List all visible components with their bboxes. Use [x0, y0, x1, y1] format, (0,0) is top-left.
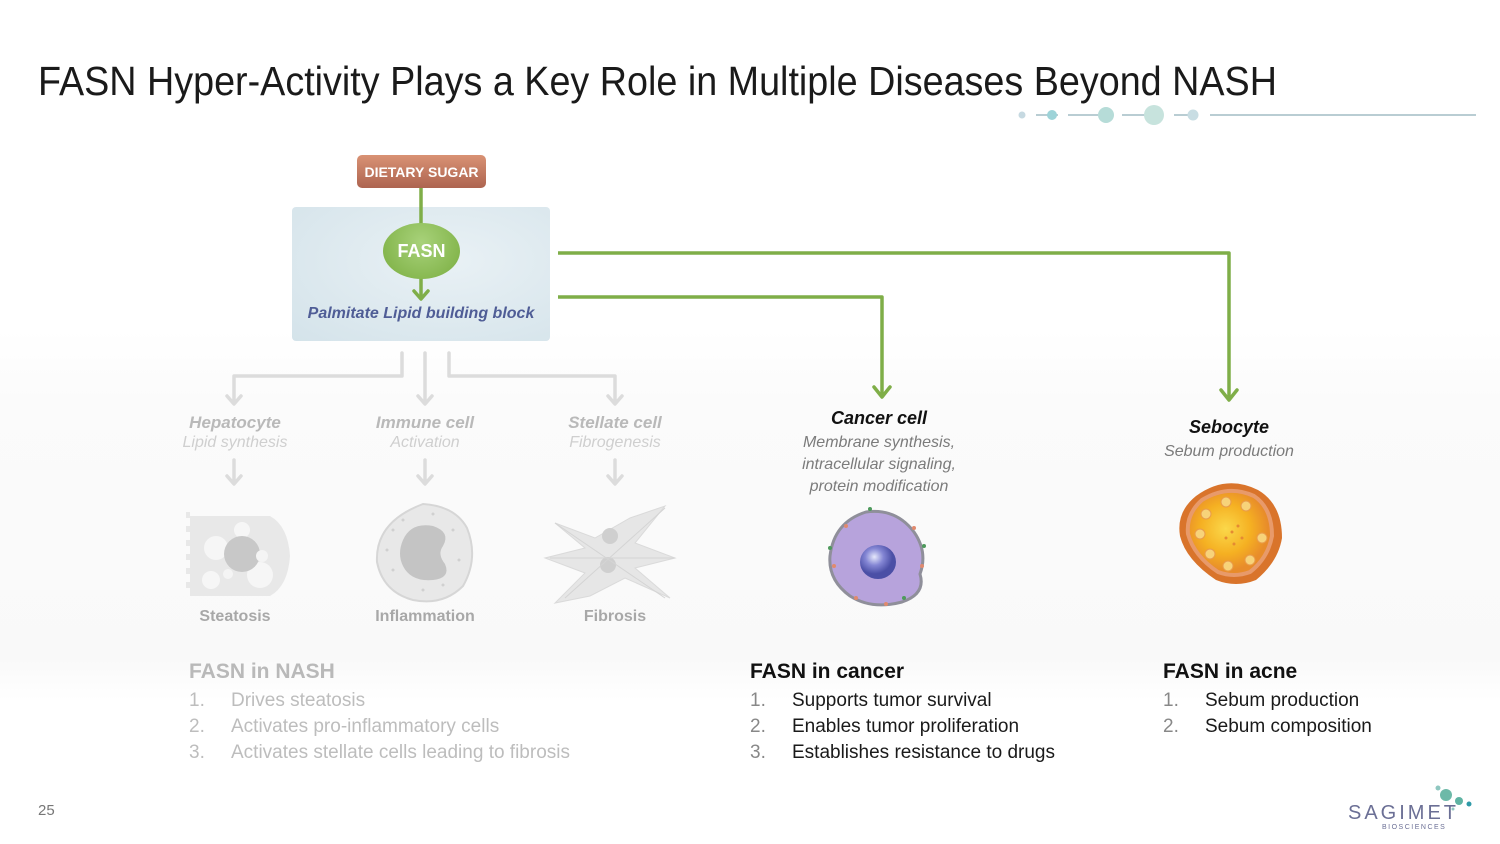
list-number: 2.	[750, 716, 766, 737]
cancer-cell-icon	[828, 507, 926, 607]
list-number: 1.	[750, 690, 766, 711]
sebocyte-icon	[1179, 483, 1282, 584]
list-item-text: Activates pro-inflammatory cells	[231, 716, 500, 737]
list-item-text: Establishes resistance to drugs	[792, 742, 1055, 763]
cancer-subtitle-line: Membrane synthesis,	[802, 434, 956, 451]
cancer-cell-subtitle: Membrane synthesis, intracellular signal…	[759, 432, 999, 498]
logo-wordmark: SAGIMET	[1348, 802, 1460, 824]
list-item: 1. Drives steatosis	[189, 688, 570, 714]
fasn-node: FASN	[383, 223, 460, 279]
stellate-cell-title: Stellate cell	[568, 413, 662, 432]
outcome-inflammation: Inflammation	[375, 608, 475, 625]
cancer-list-title: FASN in cancer	[750, 660, 905, 683]
decor-dot	[1187, 109, 1199, 121]
cancer-cell-title: Cancer cell	[830, 408, 928, 428]
cancer-list: FASN in cancer 1. Supports tumor survival…	[750, 660, 1055, 766]
list-item-text: Sebum production	[1205, 690, 1360, 711]
decor-dot	[1018, 111, 1026, 119]
outcome-steatosis: Steatosis	[199, 608, 271, 625]
list-item-text: Drives steatosis	[231, 690, 366, 711]
sebocyte-title: Sebocyte	[1188, 417, 1270, 437]
list-item: 3. Activates stellate cells leading to fi…	[189, 740, 570, 766]
list-item: 2. Sebum composition	[1163, 714, 1372, 740]
sagimet-logo: SAGIMET BIOSCIENCES	[1348, 784, 1478, 834]
sebocyte-subtitle: Sebum production	[1164, 443, 1294, 460]
list-item-text: Enables tumor proliferation	[792, 716, 1020, 737]
list-item: 2. Enables tumor proliferation	[750, 714, 1055, 740]
outcome-fibrosis: Fibrosis	[583, 608, 647, 625]
immune-cell-title: Immune cell	[375, 413, 475, 432]
decor-dot	[1144, 105, 1164, 125]
list-item-text: Activates stellate cells leading to fibr…	[231, 742, 570, 763]
arrow-to-sebocyte	[558, 251, 1231, 399]
list-number: 1.	[189, 690, 205, 711]
dietary-sugar-box: DIETARY SUGAR	[357, 155, 486, 188]
stellate-cell-icon	[543, 504, 677, 604]
cancer-subtitle-line: intracellular signaling,	[802, 456, 956, 473]
list-item: 3. Establishes resistance to drugs	[750, 740, 1055, 766]
list-number: 2.	[1163, 716, 1179, 737]
arrow-to-cancer-cell	[558, 295, 884, 396]
page-number: 25	[38, 802, 55, 819]
list-number: 2.	[189, 716, 205, 737]
list-item-text: Supports tumor survival	[792, 690, 992, 711]
arrow-to-stellate-cell	[447, 351, 617, 405]
nash-list: FASN in NASH 1. Drives steatosis 2. Activa…	[189, 660, 570, 766]
slide-title: FASN Hyper-Activity Plays a Key Role in …	[38, 58, 1277, 104]
hepatocyte-title: Hepatocyte	[189, 413, 281, 432]
immune-cell-icon	[375, 502, 474, 603]
list-item: 2. Activates pro-inflammatory cells	[189, 714, 570, 740]
cancer-subtitle-line: protein modification	[809, 478, 949, 495]
list-number: 3.	[189, 742, 205, 763]
arrow-to-hepatocyte	[232, 351, 404, 405]
decor-dot	[1047, 110, 1057, 120]
title-divider	[25, 105, 1476, 125]
list-item: 1. Sebum production	[1163, 688, 1372, 714]
logo-subtitle: BIOSCIENCES	[1382, 824, 1447, 831]
hepatocyte-icon	[186, 512, 290, 596]
list-item-text: Sebum composition	[1205, 716, 1372, 737]
list-number: 1.	[1163, 690, 1179, 711]
palmitate-label: Palmitate Lipid building block	[307, 305, 535, 322]
acne-list: FASN in acne 1. Sebum production 2. Sebum …	[1163, 660, 1372, 740]
stellate-cell-subtitle: Fibrogenesis	[569, 434, 661, 451]
nash-list-title: FASN in NASH	[189, 660, 335, 683]
list-number: 3.	[750, 742, 766, 763]
acne-list-title: FASN in acne	[1163, 660, 1298, 683]
logo-dots-icon	[1435, 785, 1472, 811]
immune-cell-subtitle: Activation	[390, 434, 460, 451]
decor-dot	[1098, 107, 1114, 123]
list-item: 1. Supports tumor survival	[750, 688, 1055, 714]
hepatocyte-subtitle: Lipid synthesis	[182, 434, 288, 451]
